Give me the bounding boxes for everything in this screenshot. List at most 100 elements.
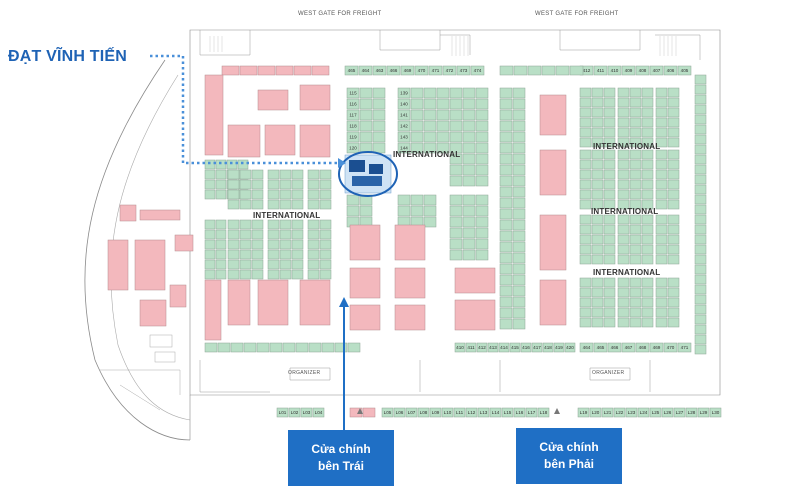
booth <box>579 97 592 108</box>
booth <box>603 127 616 138</box>
booth-number: 469 <box>653 345 661 350</box>
booth <box>603 189 616 200</box>
booth <box>625 407 638 418</box>
booth <box>621 65 636 76</box>
booth <box>475 175 489 187</box>
booth-number: 116 <box>349 102 357 107</box>
booth <box>267 259 280 270</box>
booth <box>603 179 616 190</box>
booth <box>291 199 304 210</box>
booth <box>499 285 513 297</box>
booth <box>655 117 668 128</box>
company-callout-label: ĐẠT VĨNH TIẾN <box>8 48 128 65</box>
booth <box>629 107 642 118</box>
booth <box>372 120 386 132</box>
booth <box>397 120 411 132</box>
booth <box>512 131 526 143</box>
booth <box>629 87 642 98</box>
booth <box>307 269 320 280</box>
booth <box>405 407 418 418</box>
booth <box>655 199 668 210</box>
booth <box>499 307 513 319</box>
booth <box>579 342 594 353</box>
booth <box>319 199 332 210</box>
booth <box>603 277 616 288</box>
highlight-ellipse <box>338 151 398 197</box>
booth-number: L09 <box>432 410 440 415</box>
booth <box>591 137 604 148</box>
booth <box>603 117 616 128</box>
booth-number: 413 <box>489 345 497 350</box>
booth <box>629 199 642 210</box>
booth-number: 466 <box>611 345 619 350</box>
booth <box>347 342 361 353</box>
entrance-left-line2: bên Trái <box>317 459 364 473</box>
booth <box>617 149 630 160</box>
booth <box>579 179 592 190</box>
booth <box>227 249 240 260</box>
booth <box>312 407 325 418</box>
booth <box>215 239 227 250</box>
booth <box>579 117 592 128</box>
booth <box>655 169 668 180</box>
booth <box>593 342 608 353</box>
booth <box>667 254 680 265</box>
booth <box>423 142 437 154</box>
booth <box>655 97 668 108</box>
booth <box>579 277 592 288</box>
booth <box>603 297 616 308</box>
booth <box>603 214 616 225</box>
booth <box>499 153 513 165</box>
booth <box>499 131 513 143</box>
booth <box>579 199 592 210</box>
booth-number: L08 <box>420 410 428 415</box>
booth <box>204 249 216 260</box>
booth <box>591 97 604 108</box>
booth <box>591 307 604 318</box>
booth-number: 115 <box>349 91 357 96</box>
booth <box>579 234 592 245</box>
organizer-label: ORGANIZER <box>592 370 625 376</box>
booth <box>227 229 240 240</box>
entrance-right-line2: bên Phải <box>543 457 594 471</box>
booth-number: 411 <box>597 68 605 73</box>
booth <box>577 407 590 418</box>
booth <box>694 104 707 115</box>
booth <box>449 142 463 154</box>
booth <box>637 407 650 418</box>
booth <box>227 199 240 210</box>
booth <box>346 131 360 143</box>
booth <box>512 186 526 198</box>
booth <box>267 189 280 200</box>
booth <box>593 65 608 76</box>
booth <box>629 224 642 235</box>
booth <box>512 219 526 231</box>
booth-number: 412 <box>583 68 591 73</box>
booth <box>215 159 227 170</box>
booth-number: 465 <box>597 345 605 350</box>
booth <box>267 249 280 260</box>
booth <box>694 224 707 235</box>
booth <box>641 214 654 225</box>
booth <box>591 189 604 200</box>
booth <box>641 287 654 298</box>
booth <box>579 214 592 225</box>
booth <box>397 142 411 154</box>
booth <box>462 131 476 143</box>
booth <box>512 263 526 275</box>
booth <box>499 142 513 154</box>
booth <box>512 153 526 165</box>
booth <box>372 87 386 99</box>
booth-number: L04 <box>315 410 323 415</box>
booth <box>641 107 654 118</box>
booth <box>694 344 707 355</box>
booth <box>359 205 373 217</box>
booth <box>267 199 280 210</box>
booth <box>617 169 630 180</box>
booth <box>603 234 616 245</box>
booth <box>694 114 707 125</box>
booth <box>603 107 616 118</box>
booth <box>499 175 513 187</box>
booth <box>629 254 642 265</box>
